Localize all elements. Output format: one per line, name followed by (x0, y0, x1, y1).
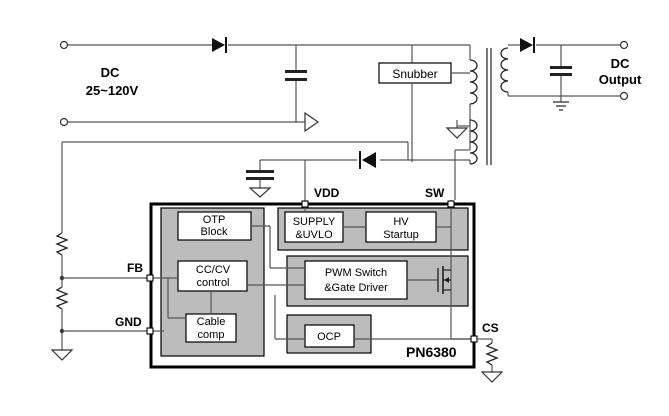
vdd-pin-label: VDD (314, 186, 340, 200)
fb-pin-label: FB (127, 261, 143, 275)
otp-block (177, 211, 252, 241)
otp-block-label: OTP (203, 214, 226, 226)
snubber-label: Snubber (392, 67, 437, 81)
cs-sense-resistor (477, 338, 504, 383)
aux-diode (359, 151, 376, 169)
input-diode (212, 37, 227, 53)
dc-input-terminal-negative[interactable] (59, 117, 69, 127)
pwm-gate-driver-label: PWM Switch (325, 267, 387, 279)
cccv-control-block (177, 260, 248, 292)
cs-pin-label: CS (482, 321, 499, 335)
supply-uvlo-block (284, 211, 344, 243)
dc-input-terminal-positive[interactable] (59, 40, 69, 50)
cable-comp-label: Cable (197, 316, 226, 328)
dc-input-voltage-label: 25~120V (86, 83, 139, 98)
ocp-block (304, 324, 355, 348)
ocp-block-label: OCP (317, 331, 341, 343)
hv-startup-sublabel: Startup (383, 229, 418, 241)
sw-pin[interactable] (447, 200, 455, 208)
hv-startup-label: HV (393, 216, 409, 228)
cccv-control-label: CC/CV (196, 264, 231, 276)
vdd-supply-path (259, 159, 470, 205)
input-rail (68, 44, 471, 60)
dc-output-terminal-negative[interactable] (619, 91, 629, 101)
power-mosfet-symbol (437, 266, 451, 294)
sw-pin-label: SW (425, 186, 445, 200)
cable-comp-sublabel: comp (198, 329, 225, 341)
cccv-control-sublabel: control (196, 277, 229, 289)
pwm-gate-driver-sublabel: &Gate Driver (324, 282, 388, 294)
supply-uvlo-sublabel: &UVLO (295, 229, 333, 241)
gnd-pin[interactable] (146, 327, 154, 335)
fb-pin[interactable] (146, 274, 154, 282)
dc-input-label: DC (101, 65, 120, 80)
transformer-secondary-winding (500, 47, 509, 96)
gnd-pin-label: GND (115, 315, 142, 329)
cs-pin[interactable] (470, 335, 478, 343)
hv-startup-block (365, 211, 437, 243)
input-capacitor (285, 45, 307, 122)
transformer-core (486, 48, 492, 165)
snubber-block (378, 45, 470, 162)
dc-output-label: DC (611, 56, 630, 71)
dc-output-sublabel: Output (599, 72, 642, 87)
supply-uvlo-label: SUPPLY (293, 216, 336, 228)
chip-name-label: PN6380 (406, 344, 457, 360)
output-rail (508, 44, 620, 97)
vdd-capacitor (246, 170, 274, 198)
pwm-gate-driver-block (304, 260, 408, 300)
vdd-pin[interactable] (301, 200, 309, 208)
input-return-rail (68, 111, 320, 133)
transformer-auxiliary-winding (457, 119, 478, 165)
output-capacitor (550, 45, 572, 111)
output-diode (520, 37, 535, 53)
otp-block-sublabel: Block (201, 226, 228, 238)
fb-resistor-divider (50, 141, 409, 361)
dc-output-terminal-positive[interactable] (619, 40, 629, 50)
aux-ground-symbol (445, 120, 469, 139)
